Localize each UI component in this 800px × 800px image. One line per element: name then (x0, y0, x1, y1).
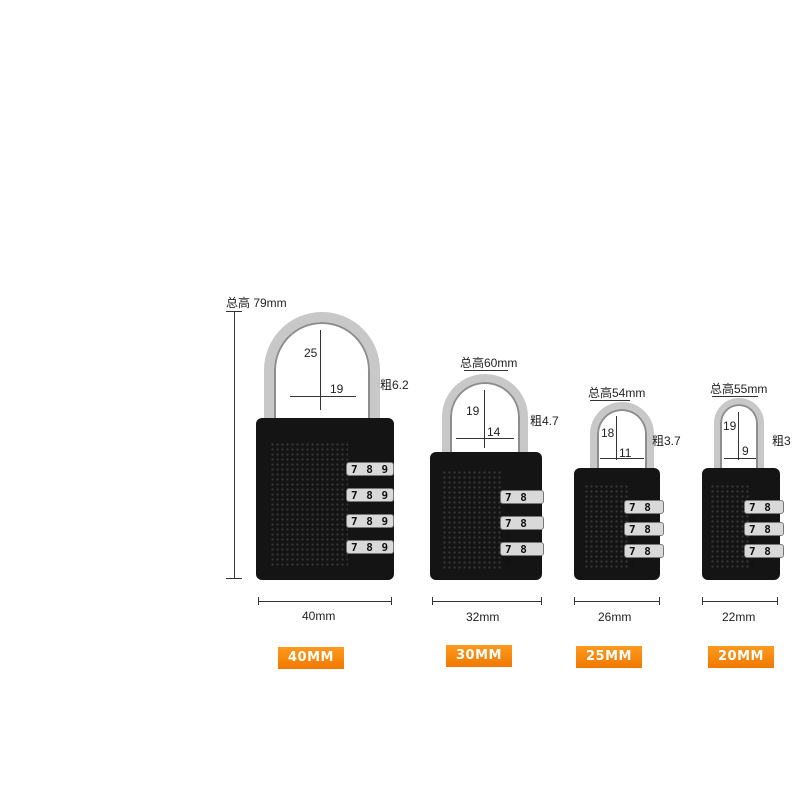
inner-width-label: 14 (487, 425, 501, 439)
inner-width-line (600, 458, 644, 459)
combination-dial[interactable]: 7 8 9 (500, 516, 544, 544)
width-line (432, 601, 542, 602)
inner-height-label: 25 (304, 346, 318, 360)
size-badge: 40MM (278, 647, 344, 669)
width-line (258, 601, 392, 602)
grip-texture (584, 484, 630, 570)
shackle (442, 374, 528, 458)
inner-width-line (290, 396, 356, 397)
inner-height-label: 19 (466, 404, 480, 418)
combination-dial[interactable]: 7 8 9 (346, 514, 394, 528)
dimension-tick (226, 311, 242, 312)
width-line (574, 601, 660, 602)
combination-dial[interactable]: 7 8 9 (500, 490, 544, 518)
total-height-label: 总高54mm (588, 386, 646, 400)
total-height-label: 总高55mm (710, 382, 768, 396)
dimension-tick (659, 597, 660, 605)
inner-height-line (320, 330, 321, 410)
combination-dial[interactable]: 7 8 9 (624, 500, 664, 528)
inner-height-line (616, 416, 617, 460)
shackle (264, 312, 380, 422)
dimension-tick (777, 597, 778, 605)
inner-height-line (738, 412, 739, 460)
width-label: 26mm (598, 610, 632, 624)
width-label: 22mm (722, 610, 756, 624)
grip-texture (442, 470, 502, 570)
dimension-tick (391, 597, 392, 605)
thickness-label: 粗3 (772, 434, 791, 448)
combination-dial[interactable]: 7 8 9 (346, 540, 394, 554)
total-height-line (234, 312, 235, 578)
inner-width-label: 19 (330, 382, 344, 396)
width-label: 32mm (466, 610, 500, 624)
combination-dial[interactable]: 7 8 9 (744, 544, 784, 572)
combination-dial[interactable]: 7 8 9 (744, 522, 784, 550)
size-badge: 20MM (708, 646, 774, 668)
width-line (702, 601, 778, 602)
shackle (590, 402, 654, 474)
combination-dial[interactable]: 7 8 9 (346, 462, 394, 476)
inner-height-line (484, 390, 485, 448)
combination-dial[interactable]: 7 8 9 (346, 488, 394, 502)
grip-texture (710, 484, 750, 570)
grip-texture (270, 442, 348, 566)
thickness-label: 粗6.2 (380, 378, 409, 392)
dimension-tick (712, 396, 758, 397)
shackle (714, 398, 764, 474)
inner-width-label: 9 (742, 444, 749, 458)
combination-dial[interactable]: 7 8 9 (624, 522, 664, 550)
inner-width-line (456, 438, 514, 439)
width-label: 40mm (302, 609, 336, 623)
total-height-label: 总高 79mm (226, 296, 287, 310)
dimension-tick (541, 597, 542, 605)
dimension-tick (590, 400, 630, 401)
inner-height-label: 19 (723, 419, 737, 433)
inner-width-line (724, 458, 756, 459)
thickness-label: 粗4.7 (530, 414, 559, 428)
combination-dial[interactable]: 7 8 9 (624, 544, 664, 572)
inner-height-label: 18 (601, 426, 615, 440)
total-height-label: 总高60mm (460, 356, 518, 370)
inner-width-label: 11 (619, 446, 632, 460)
dimension-tick (226, 578, 242, 579)
thickness-label: 粗3.7 (652, 434, 681, 448)
size-badge: 30MM (446, 645, 512, 667)
combination-dial[interactable]: 7 8 9 (744, 500, 784, 528)
dimension-tick (464, 370, 508, 371)
size-badge: 25MM (576, 646, 642, 668)
combination-dial[interactable]: 7 8 9 (500, 542, 544, 570)
